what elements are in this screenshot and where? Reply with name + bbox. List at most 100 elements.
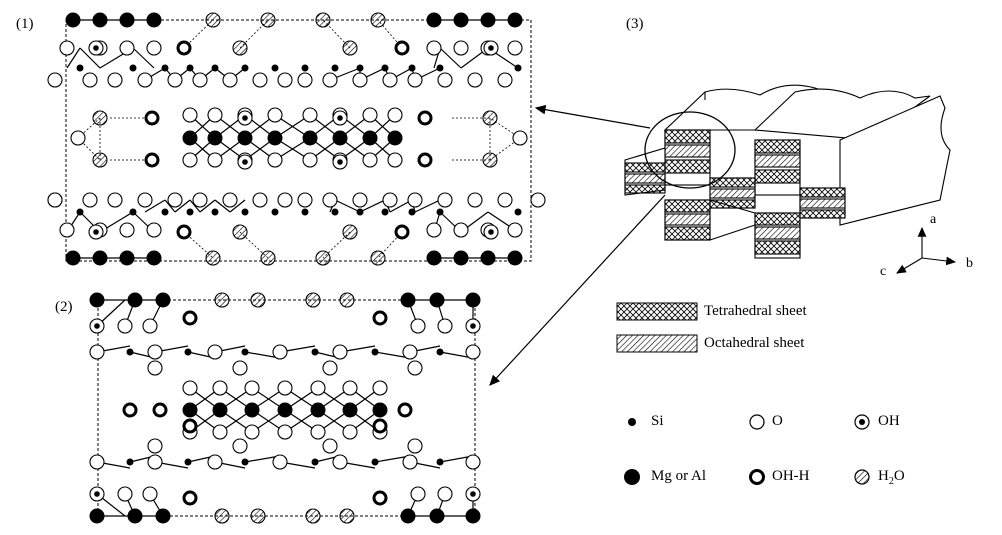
si-atom xyxy=(436,348,444,356)
mg-atom xyxy=(426,12,442,28)
o-atom xyxy=(302,107,318,123)
axis-label-c: c xyxy=(880,264,887,279)
oh-atom xyxy=(88,40,104,56)
si-atom xyxy=(371,348,379,356)
oh-atom xyxy=(483,40,499,56)
mg-atom xyxy=(182,402,198,418)
h2o-atom xyxy=(205,12,221,28)
o-atom xyxy=(82,72,98,88)
o-atom xyxy=(382,72,398,88)
oh-atom xyxy=(465,486,481,502)
o-atom xyxy=(465,344,481,360)
mg-atom xyxy=(302,130,318,146)
bond-line xyxy=(144,199,166,213)
o-atom xyxy=(119,222,135,238)
o-atom xyxy=(142,318,158,334)
bond-line xyxy=(244,351,281,359)
h2o-atom xyxy=(305,508,321,524)
o-atom xyxy=(322,192,338,208)
si-atom xyxy=(381,64,389,72)
h2o-atom xyxy=(315,250,331,266)
o-atom xyxy=(147,344,163,360)
oh-atom xyxy=(89,318,105,334)
ohh-atom xyxy=(182,310,198,326)
o-atom xyxy=(244,424,260,440)
mg-atom xyxy=(332,130,348,146)
panel-label-3: (3) xyxy=(626,16,644,32)
h2o-atom xyxy=(214,292,230,308)
bond-line xyxy=(189,199,201,213)
mg-atom xyxy=(92,12,108,28)
panel-2-atoms xyxy=(89,292,481,524)
h2o-atom xyxy=(482,110,498,126)
si-atom xyxy=(211,64,219,72)
panel-3-block-model xyxy=(624,84,951,259)
mg-atom xyxy=(429,508,445,524)
o-atom xyxy=(207,454,223,470)
ohh-atom xyxy=(417,110,433,126)
axis-label-b: b xyxy=(966,256,973,271)
o-atom xyxy=(352,72,368,88)
si-atom xyxy=(331,64,339,72)
unit-cell-box-1 xyxy=(65,19,532,262)
o-atom xyxy=(207,152,223,168)
oh-h-legend-icon xyxy=(749,469,765,485)
oh-legend-icon xyxy=(854,414,870,430)
o-atom xyxy=(147,454,163,470)
h2o-atom xyxy=(232,40,248,56)
oh-atom xyxy=(89,486,105,502)
h2o-atom xyxy=(92,152,108,168)
si-atom xyxy=(301,208,309,216)
oh-legend-label: OH xyxy=(878,413,900,429)
oh-atom xyxy=(332,110,348,126)
o-atom xyxy=(402,454,418,470)
mg-atom xyxy=(119,250,135,266)
o-atom xyxy=(426,40,442,56)
o-atom xyxy=(212,380,228,396)
h2o-atom xyxy=(339,292,355,308)
mg-atom xyxy=(400,292,416,308)
o-atom xyxy=(437,486,453,502)
tetrahedral-label: Tetrahedral sheet xyxy=(704,303,807,319)
h2o-atom xyxy=(214,508,230,524)
si-atom xyxy=(311,458,319,466)
o-atom xyxy=(89,454,105,470)
h2o-atom xyxy=(315,12,331,28)
si-atom xyxy=(514,208,522,216)
si-legend-label: Si xyxy=(651,413,664,429)
o-atom xyxy=(182,380,198,396)
o-atom xyxy=(310,380,326,396)
o-atom xyxy=(407,72,423,88)
si-atom xyxy=(241,348,249,356)
h2o-legend-icon xyxy=(854,469,870,485)
si-atom xyxy=(76,208,84,216)
mg-atom xyxy=(92,250,108,266)
o-atom xyxy=(212,424,228,440)
o-atom xyxy=(426,222,442,238)
o-atom xyxy=(467,72,483,88)
mg-atom xyxy=(387,130,403,146)
h2o-atom xyxy=(482,152,498,168)
mg-atom xyxy=(207,130,223,146)
o-legend-icon xyxy=(749,414,765,430)
h2o-atom xyxy=(339,508,355,524)
o-atom xyxy=(410,318,426,334)
oh-atom xyxy=(465,318,481,334)
si-atom xyxy=(371,458,379,466)
o-atom xyxy=(89,344,105,360)
si-atom xyxy=(381,208,389,216)
si-atom xyxy=(356,64,364,72)
o-atom xyxy=(182,152,198,168)
mg-atom xyxy=(212,402,228,418)
h2o-atom xyxy=(342,40,358,56)
panel-label-2: (2) xyxy=(55,299,73,315)
o-atom xyxy=(362,152,378,168)
o-atom xyxy=(147,360,163,376)
si-atom xyxy=(311,348,319,356)
mg-atom xyxy=(342,402,358,418)
o-atom xyxy=(47,72,63,88)
mg-al-legend-icon xyxy=(624,469,640,485)
mg-atom xyxy=(182,130,198,146)
o-atom xyxy=(192,192,208,208)
oh-atom xyxy=(483,224,499,240)
